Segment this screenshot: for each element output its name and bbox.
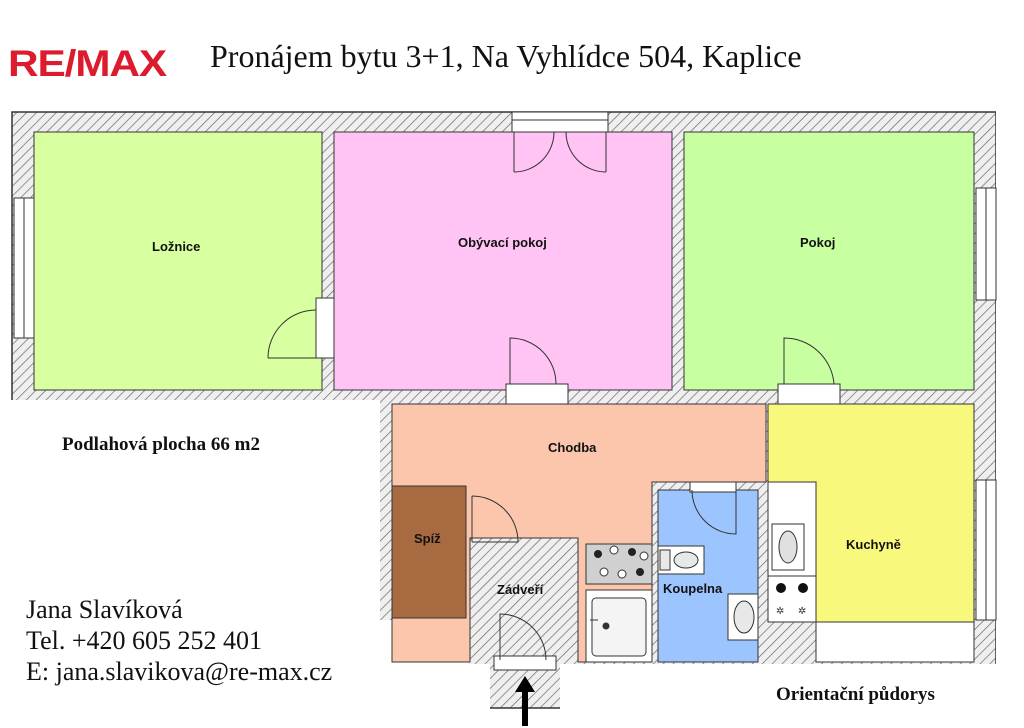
exterior-area: [0, 400, 468, 664]
room-loznice: [33, 131, 323, 391]
contact-name: Jana Slavíková: [26, 595, 183, 624]
logo-text: RE/MAX: [8, 43, 168, 84]
label-loznice: Ložnice: [152, 239, 200, 254]
label-spiz: Spíž: [414, 531, 441, 546]
contact-phone[interactable]: Tel. +420 605 252 401: [26, 626, 262, 655]
room-spiz: [391, 485, 467, 619]
label-pokoj: Pokoj: [800, 235, 835, 250]
room-chodba-zadveri: [391, 403, 767, 663]
page-title: Pronájem bytu 3+1, Na Vyhlídce 504, Kapl…: [210, 38, 802, 74]
svg-text:✲: ✲: [798, 606, 806, 617]
label-obyvaci-pokoj: Obývací pokoj: [458, 235, 547, 250]
kitchen-counter-bottom: [815, 621, 975, 663]
sink-icon: [727, 593, 759, 641]
svg-text:✲: ✲: [776, 606, 784, 617]
kitchen-stove-icon: ✲ ✲: [767, 575, 817, 623]
remax-logo: RE/MAX: [8, 43, 168, 84]
window-icon: [13, 111, 997, 621]
label-chodba: Chodba: [548, 440, 597, 455]
contact-block: Jana Slavíková Tel. +420 605 252 401 E: …: [26, 594, 332, 687]
contact-email[interactable]: E: jana.slavikova@re-max.cz: [26, 657, 333, 686]
toilet-icon: [657, 545, 705, 575]
footer-label: Orientační půdorys: [776, 684, 935, 705]
entrance-arrow-icon: [515, 676, 535, 726]
kitchen-sink-icon: [771, 523, 805, 571]
room-obyvaci-pokoj: [333, 131, 673, 391]
floor-area-label: Podlahová plocha 66 m2: [62, 434, 260, 455]
label-koupelna: Koupelna: [663, 581, 723, 596]
room-pokoj: [683, 131, 975, 391]
door-swing-icon: [267, 131, 841, 671]
label-kuchyne: Kuchyně: [846, 537, 901, 552]
label-zadveri: Zádveří: [497, 582, 544, 597]
stove-icon: [585, 543, 653, 585]
bathtub-icon: [590, 597, 647, 657]
